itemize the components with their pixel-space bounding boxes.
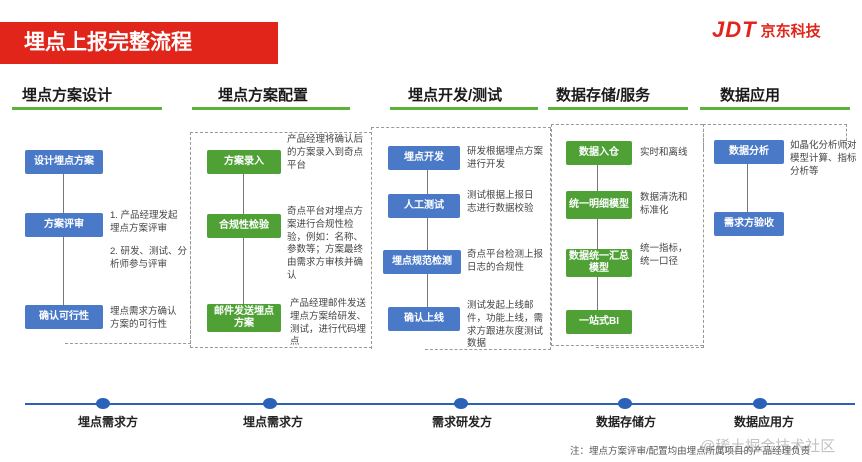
detail-model-desc: 数据清洗和标准化 xyxy=(640,192,688,216)
role-axis-dot xyxy=(753,398,767,409)
stage-design: 埋点方案设计 xyxy=(22,87,113,104)
stage-application-underline xyxy=(700,107,850,110)
review-desc-2: 2. 研发、测试、分析师参与评审 xyxy=(110,246,188,270)
role-axis-line xyxy=(25,403,855,405)
spec-check-desc: 奇点平台检测上报日志的合规性 xyxy=(467,249,544,273)
develop-desc: 研发根据埋点方案进行开发 xyxy=(467,146,544,170)
role-label-requester: 埋点需求方 xyxy=(78,415,139,429)
role-axis-dot xyxy=(618,398,632,409)
stage-config: 埋点方案配置 xyxy=(218,87,309,104)
stage-dev: 埋点开发/测试 xyxy=(408,87,503,104)
confirm-desc: 埋点需求方确认方案的可行性 xyxy=(110,306,177,330)
develop-step-box: 埋点开发 xyxy=(388,146,460,170)
design-flow-line xyxy=(63,172,64,312)
role-label-application: 数据应用方 xyxy=(734,415,795,429)
acceptance-step-box: 需求方验收 xyxy=(714,212,784,236)
compliance-step-box: 合规性检验 xyxy=(207,214,281,238)
go-live-step-box: 确认上线 xyxy=(388,307,460,331)
compliance-desc: 奇点平台对埋点方案进行合规性检验，例如：名称、参数等；方案最终由需求方审核并确认 xyxy=(287,206,364,282)
dev-connector-frame-right xyxy=(425,128,551,350)
role-axis-dot xyxy=(454,398,468,409)
role-axis-dot xyxy=(263,398,277,409)
stage-storage: 数据存储/服务 xyxy=(556,87,651,104)
entry-step-box: 方案录入 xyxy=(207,150,281,174)
bi-step-box: 一站式BI xyxy=(566,310,632,334)
storage-flow-line xyxy=(597,162,598,312)
review-desc-1: 1. 产品经理发起埋点方案评审 xyxy=(110,210,178,234)
go-live-desc: 测试发起上线邮件，功能上线，需求方跟进灰度测试数据 xyxy=(467,300,544,350)
stage-application: 数据应用 xyxy=(720,87,781,104)
role-label-storage: 数据存储方 xyxy=(596,415,657,429)
role-axis-dot xyxy=(96,398,110,409)
role-label-developer: 需求研发方 xyxy=(432,415,493,429)
warehouse-desc: 实时和离线 xyxy=(640,147,688,158)
application-flow-line xyxy=(747,162,748,214)
dev-connector-frame xyxy=(371,127,551,349)
manual-test-desc: 测试根据上报日志进行数据校验 xyxy=(467,190,534,214)
confirm-step-box: 确认可行性 xyxy=(25,305,103,329)
email-desc: 产品经理邮件发送埋点方案给研发、测试，进行代码埋点 xyxy=(290,298,367,348)
storage-connector-frame xyxy=(551,124,703,346)
manual-test-step-box: 人工测试 xyxy=(388,194,460,218)
role-label-requester-2: 埋点需求方 xyxy=(243,415,304,429)
spec-check-step-box: 埋点规范检测 xyxy=(383,250,461,274)
detail-model-step-box: 统一明细模型 xyxy=(566,191,632,219)
config-flow-line xyxy=(243,172,244,307)
design-step-box: 设计埋点方案 xyxy=(25,150,103,174)
brand-logo: JDT 京东科技 xyxy=(712,17,821,42)
analysis-desc: 如晶化分析师对模型计算、指标分析等 xyxy=(790,140,857,177)
storage-connector-frame-right xyxy=(596,124,704,348)
watermark: @稀土掘金技术社区 xyxy=(700,438,836,455)
summary-model-desc: 统一指标，统一口径 xyxy=(640,243,688,267)
application-connector-frame xyxy=(703,124,847,150)
logo-mark: JDT xyxy=(712,17,757,42)
analysis-step-box: 数据分析 xyxy=(714,140,784,164)
stage-config-underline xyxy=(192,107,350,110)
warehouse-step-box: 数据入仓 xyxy=(566,141,632,165)
config-connector-frame xyxy=(190,132,372,348)
summary-model-step-box: 数据统一汇总模型 xyxy=(566,249,632,277)
footer-note: 注：埋点方案评审/配置均由埋点所属项目的产品经理负责 xyxy=(570,446,811,457)
page-title: 埋点上报完整流程 xyxy=(0,22,278,64)
stage-dev-underline xyxy=(390,107,538,110)
stage-design-underline xyxy=(12,107,162,110)
email-step-box: 邮件发送埋点方案 xyxy=(207,304,281,332)
dev-flow-line xyxy=(427,165,428,310)
entry-desc: 产品经理将确认后的方案录入到奇点平台 xyxy=(287,134,364,171)
review-step-box: 方案评审 xyxy=(25,213,103,237)
logo-text: 京东科技 xyxy=(760,22,821,40)
stage-storage-underline xyxy=(548,107,688,110)
